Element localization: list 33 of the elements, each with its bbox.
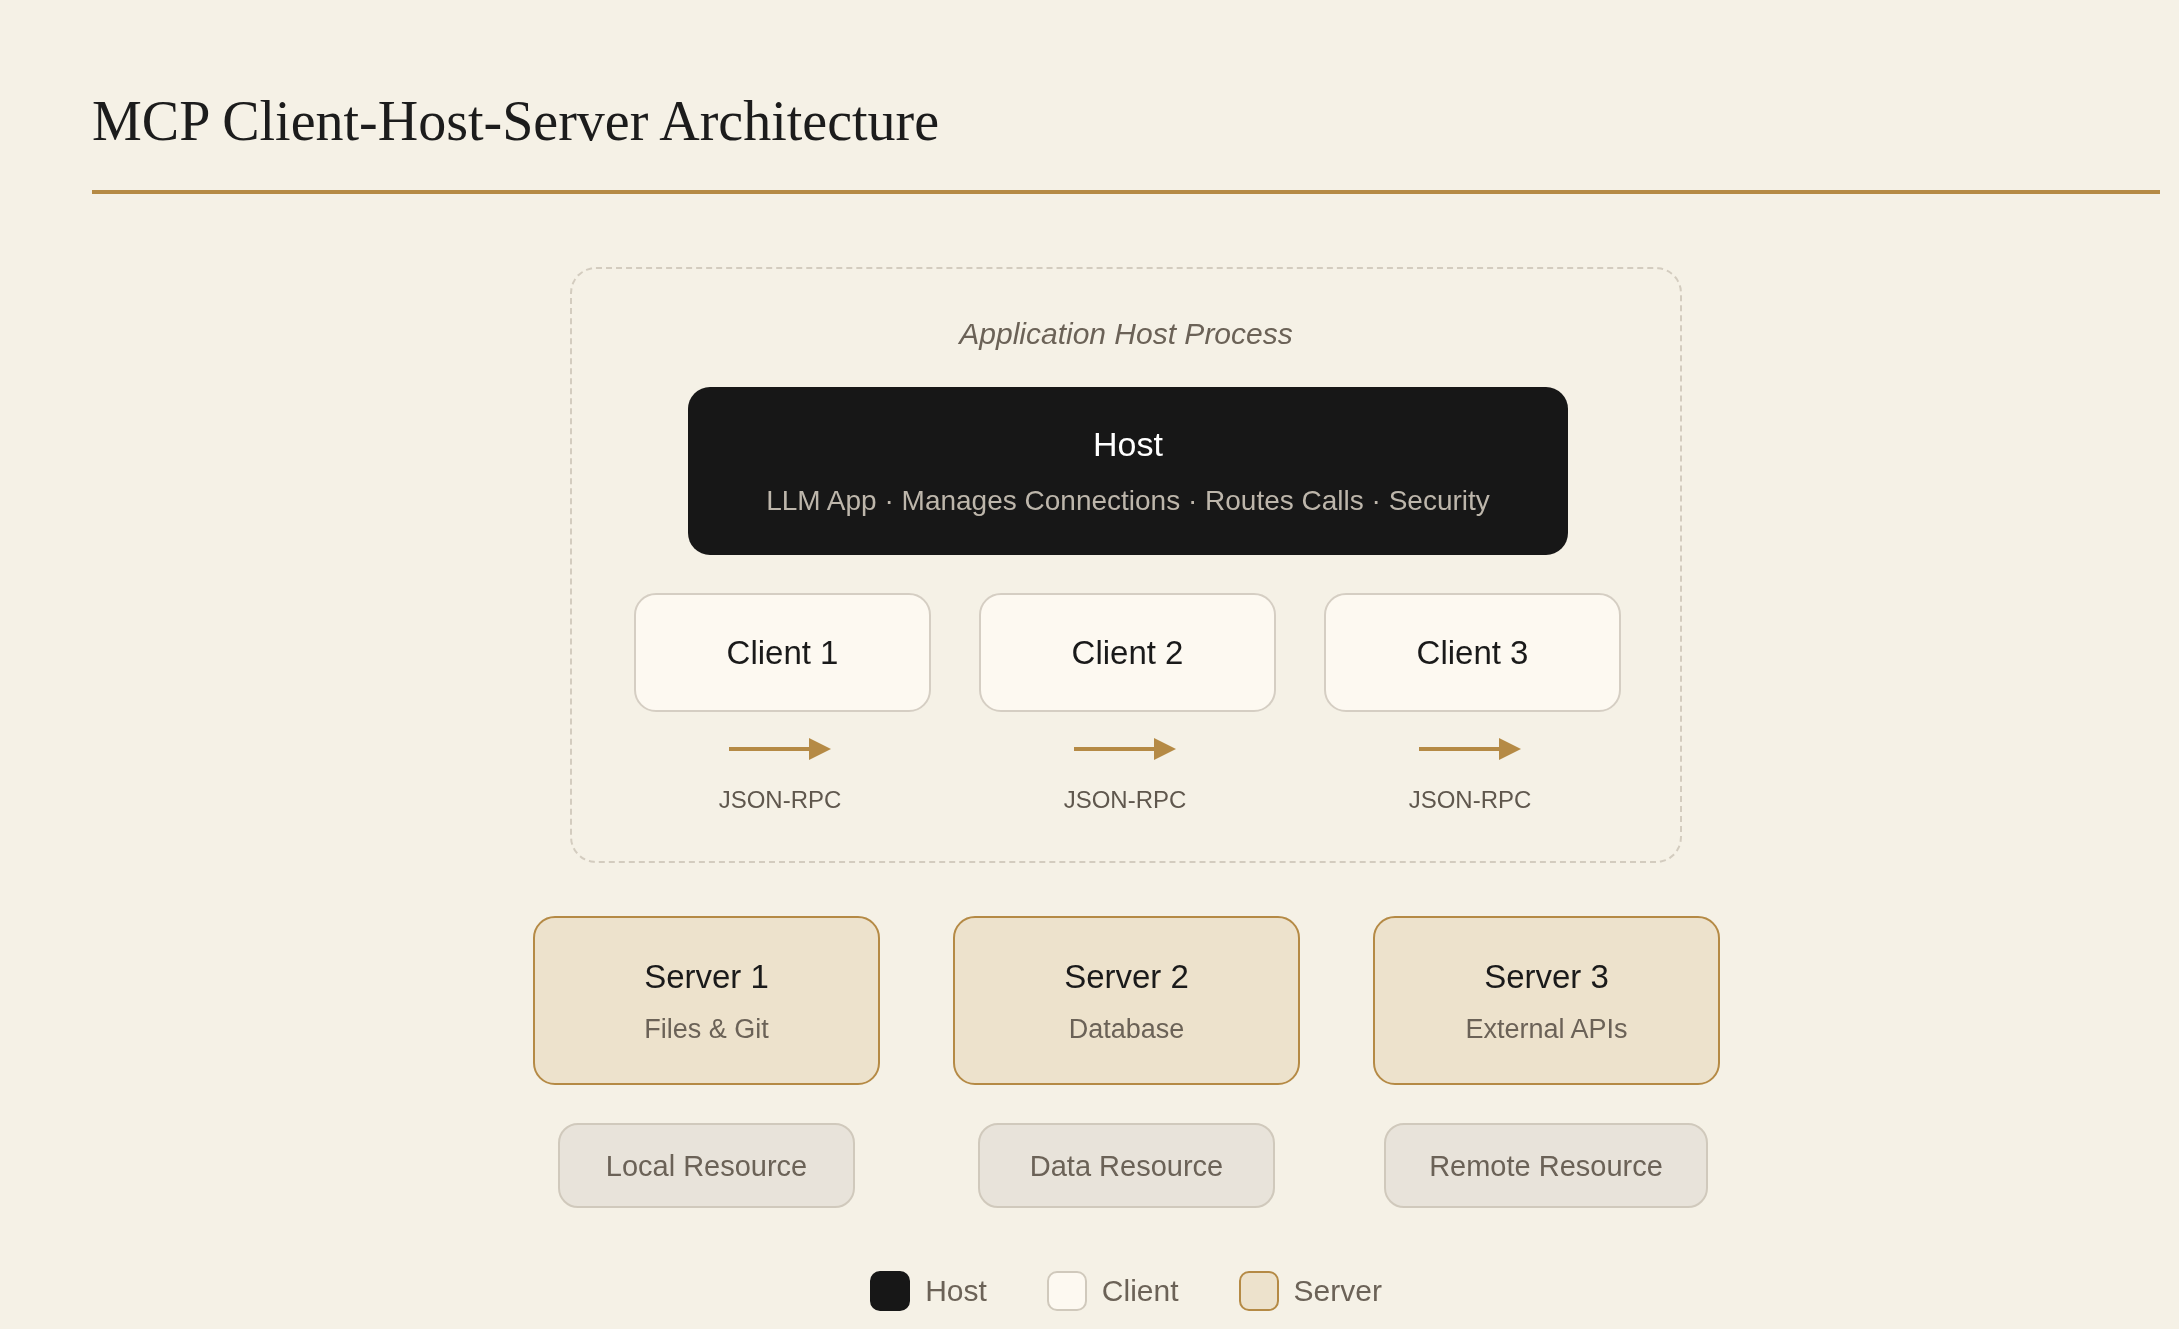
diagram-title: MCP Client-Host-Server Architecture — [92, 89, 940, 154]
client-box — [979, 593, 1276, 712]
host-box — [688, 387, 1568, 555]
protocol-label: JSON-RPC — [717, 785, 843, 815]
legend-label: Host — [925, 1273, 987, 1309]
server-title: Server 2 — [1064, 956, 1189, 997]
server-box — [953, 916, 1300, 1085]
server-title: Server 3 — [1484, 956, 1609, 997]
client-box — [1324, 593, 1621, 712]
resource-pill — [558, 1123, 855, 1208]
server-description: Files & Git — [644, 1012, 769, 1045]
resource-label: Local Resource — [605, 1148, 808, 1184]
server-title: Server 1 — [644, 956, 769, 997]
client-label: Client 2 — [1071, 632, 1184, 673]
host-description: LLM App · Manages Connections · Routes Calls · Security — [766, 484, 1490, 518]
resource-pill — [1384, 1123, 1708, 1208]
host-title: Host — [1093, 424, 1163, 464]
resource-label: Data Resource — [1029, 1148, 1224, 1184]
process-boundary — [570, 267, 1682, 863]
legend-label: Server — [1293, 1273, 1382, 1309]
resource-label: Remote Resource — [1429, 1148, 1663, 1184]
client-box — [634, 593, 931, 712]
legend-label: Client — [1101, 1273, 1179, 1309]
protocol-label: JSON-RPC — [1407, 785, 1533, 815]
protocol-label: JSON-RPC — [1062, 785, 1188, 815]
server-box — [533, 916, 880, 1085]
boundary-label: Application Host Process — [957, 316, 1294, 352]
client-label: Client 3 — [1416, 632, 1529, 673]
server-description: External APIs — [1465, 1012, 1628, 1045]
server-description: Database — [1068, 1012, 1185, 1045]
resource-pill — [978, 1123, 1275, 1208]
client-label: Client 1 — [726, 632, 839, 673]
server-box — [1373, 916, 1720, 1085]
